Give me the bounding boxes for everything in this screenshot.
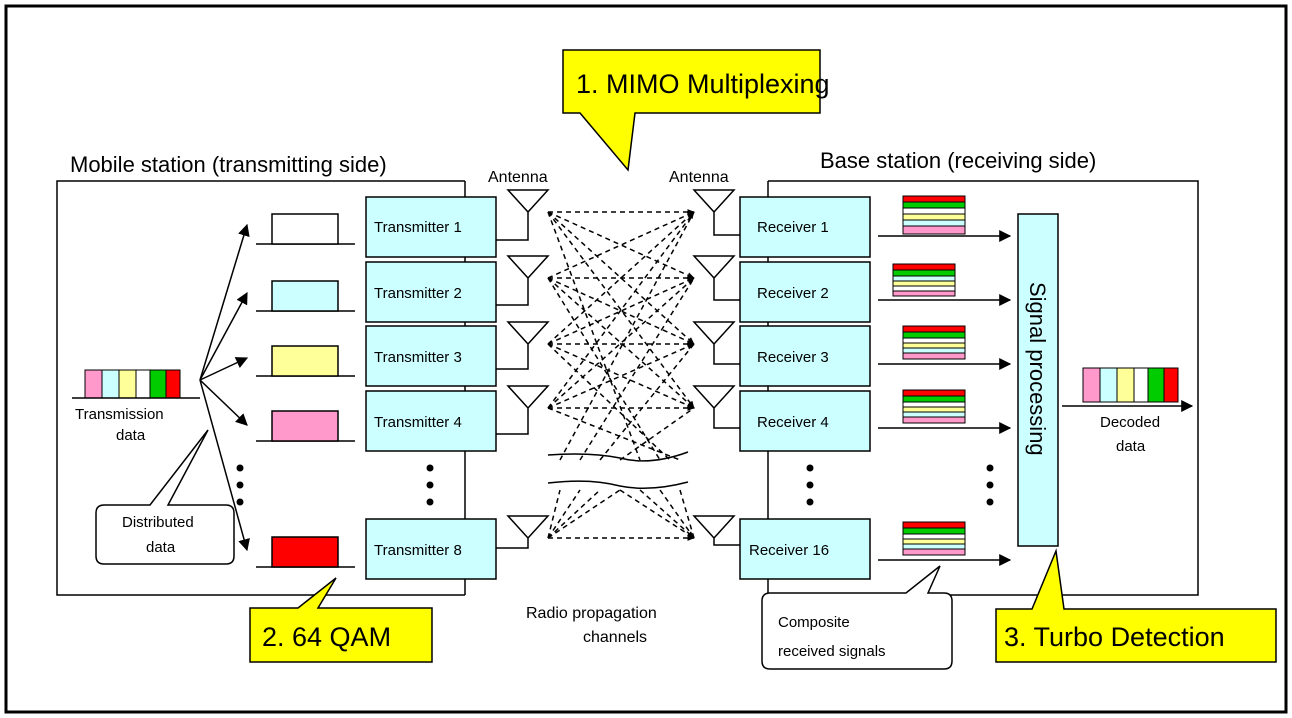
- receiver-3: Receiver 3: [739, 325, 871, 387]
- decoded-data-label-2: data: [1116, 438, 1146, 455]
- qam-callout-text: 2. 64 QAM: [262, 622, 391, 652]
- transmission-data-label-1: Transmission: [75, 406, 164, 423]
- mimo-callout-text: 1. MIMO Multiplexing: [576, 69, 830, 99]
- received-stack-1: [878, 195, 1012, 242]
- rx-antennas: [692, 189, 740, 546]
- receiver-2-label: Receiver 2: [757, 285, 829, 302]
- receiver-16: Receiver 16: [739, 518, 871, 580]
- distribution-arrows: [199, 223, 250, 552]
- rx-ellipsis-dots: [806, 464, 994, 506]
- receiver-1-label: Receiver 1: [757, 219, 829, 236]
- transmitter-1-label: Transmitter 1: [374, 219, 462, 236]
- receiver-4: Receiver 4: [739, 390, 871, 452]
- tx-antenna-label: Antenna: [488, 169, 548, 186]
- base-station-label: Base station (receiving side): [820, 148, 1096, 173]
- decoded-data-block: [1062, 367, 1194, 412]
- transmission-data-label-2: data: [116, 427, 146, 444]
- distributed-data-callout: [95, 429, 235, 565]
- base-station-frame: [768, 180, 1199, 596]
- receiver-4-label: Receiver 4: [757, 414, 829, 431]
- transmitter-4-label: Transmitter 4: [374, 414, 462, 431]
- received-stack-2: [878, 263, 1012, 306]
- transmission-data-block: [72, 369, 200, 399]
- mobile-station-frame: [56, 180, 465, 596]
- received-stack-4: [878, 389, 1012, 434]
- receiver-2: Receiver 2: [739, 261, 871, 323]
- transmitter-3: Transmitter 3: [365, 325, 497, 387]
- channel-break-marks: [547, 451, 689, 489]
- composite-signals-callout: [761, 565, 953, 670]
- signal-processing-label: Signal processing: [1025, 282, 1050, 456]
- turbo-callout-text: 3. Turbo Detection: [1004, 622, 1225, 652]
- decoded-data-label-1: Decoded: [1100, 414, 1160, 431]
- mimo-callout: [562, 49, 821, 172]
- qam-callout: [249, 577, 433, 663]
- radio-channels-label-1: Radio propagation: [526, 605, 657, 622]
- tx-antennas: [496, 189, 550, 549]
- transmitter-8: Transmitter 8: [365, 518, 497, 580]
- signal-processing-box: [1017, 213, 1059, 547]
- received-stack-16: [878, 521, 1012, 566]
- transmitter-3-label: Transmitter 3: [374, 349, 462, 366]
- distributed-data-label-2: data: [146, 539, 176, 556]
- transmitter-2: Transmitter 2: [365, 261, 497, 323]
- pulse-signals: [256, 213, 355, 568]
- transmitter-4: Transmitter 4: [365, 390, 497, 452]
- turbo-callout: [995, 548, 1277, 663]
- transmitter-2-label: Transmitter 2: [374, 285, 462, 302]
- composite-signals-label-1: Composite: [778, 614, 850, 631]
- rx-antenna-label: Antenna: [669, 169, 729, 186]
- propagation-channels: [547, 209, 695, 541]
- distributed-data-label-1: Distributed: [122, 514, 194, 531]
- composite-signals-label-2: received signals: [778, 643, 886, 660]
- received-stack-3: [878, 325, 1012, 370]
- receiver-3-label: Receiver 3: [757, 349, 829, 366]
- radio-channels-label-2: channels: [583, 629, 647, 646]
- transmitter-1: Transmitter 1: [365, 196, 497, 258]
- receiver-16-label: Receiver 16: [749, 542, 829, 559]
- transmitter-8-label: Transmitter 8: [374, 542, 462, 559]
- tx-ellipsis-dots: [236, 464, 434, 506]
- mobile-station-label: Mobile station (transmitting side): [70, 152, 387, 177]
- receiver-1: Receiver 1: [739, 196, 871, 258]
